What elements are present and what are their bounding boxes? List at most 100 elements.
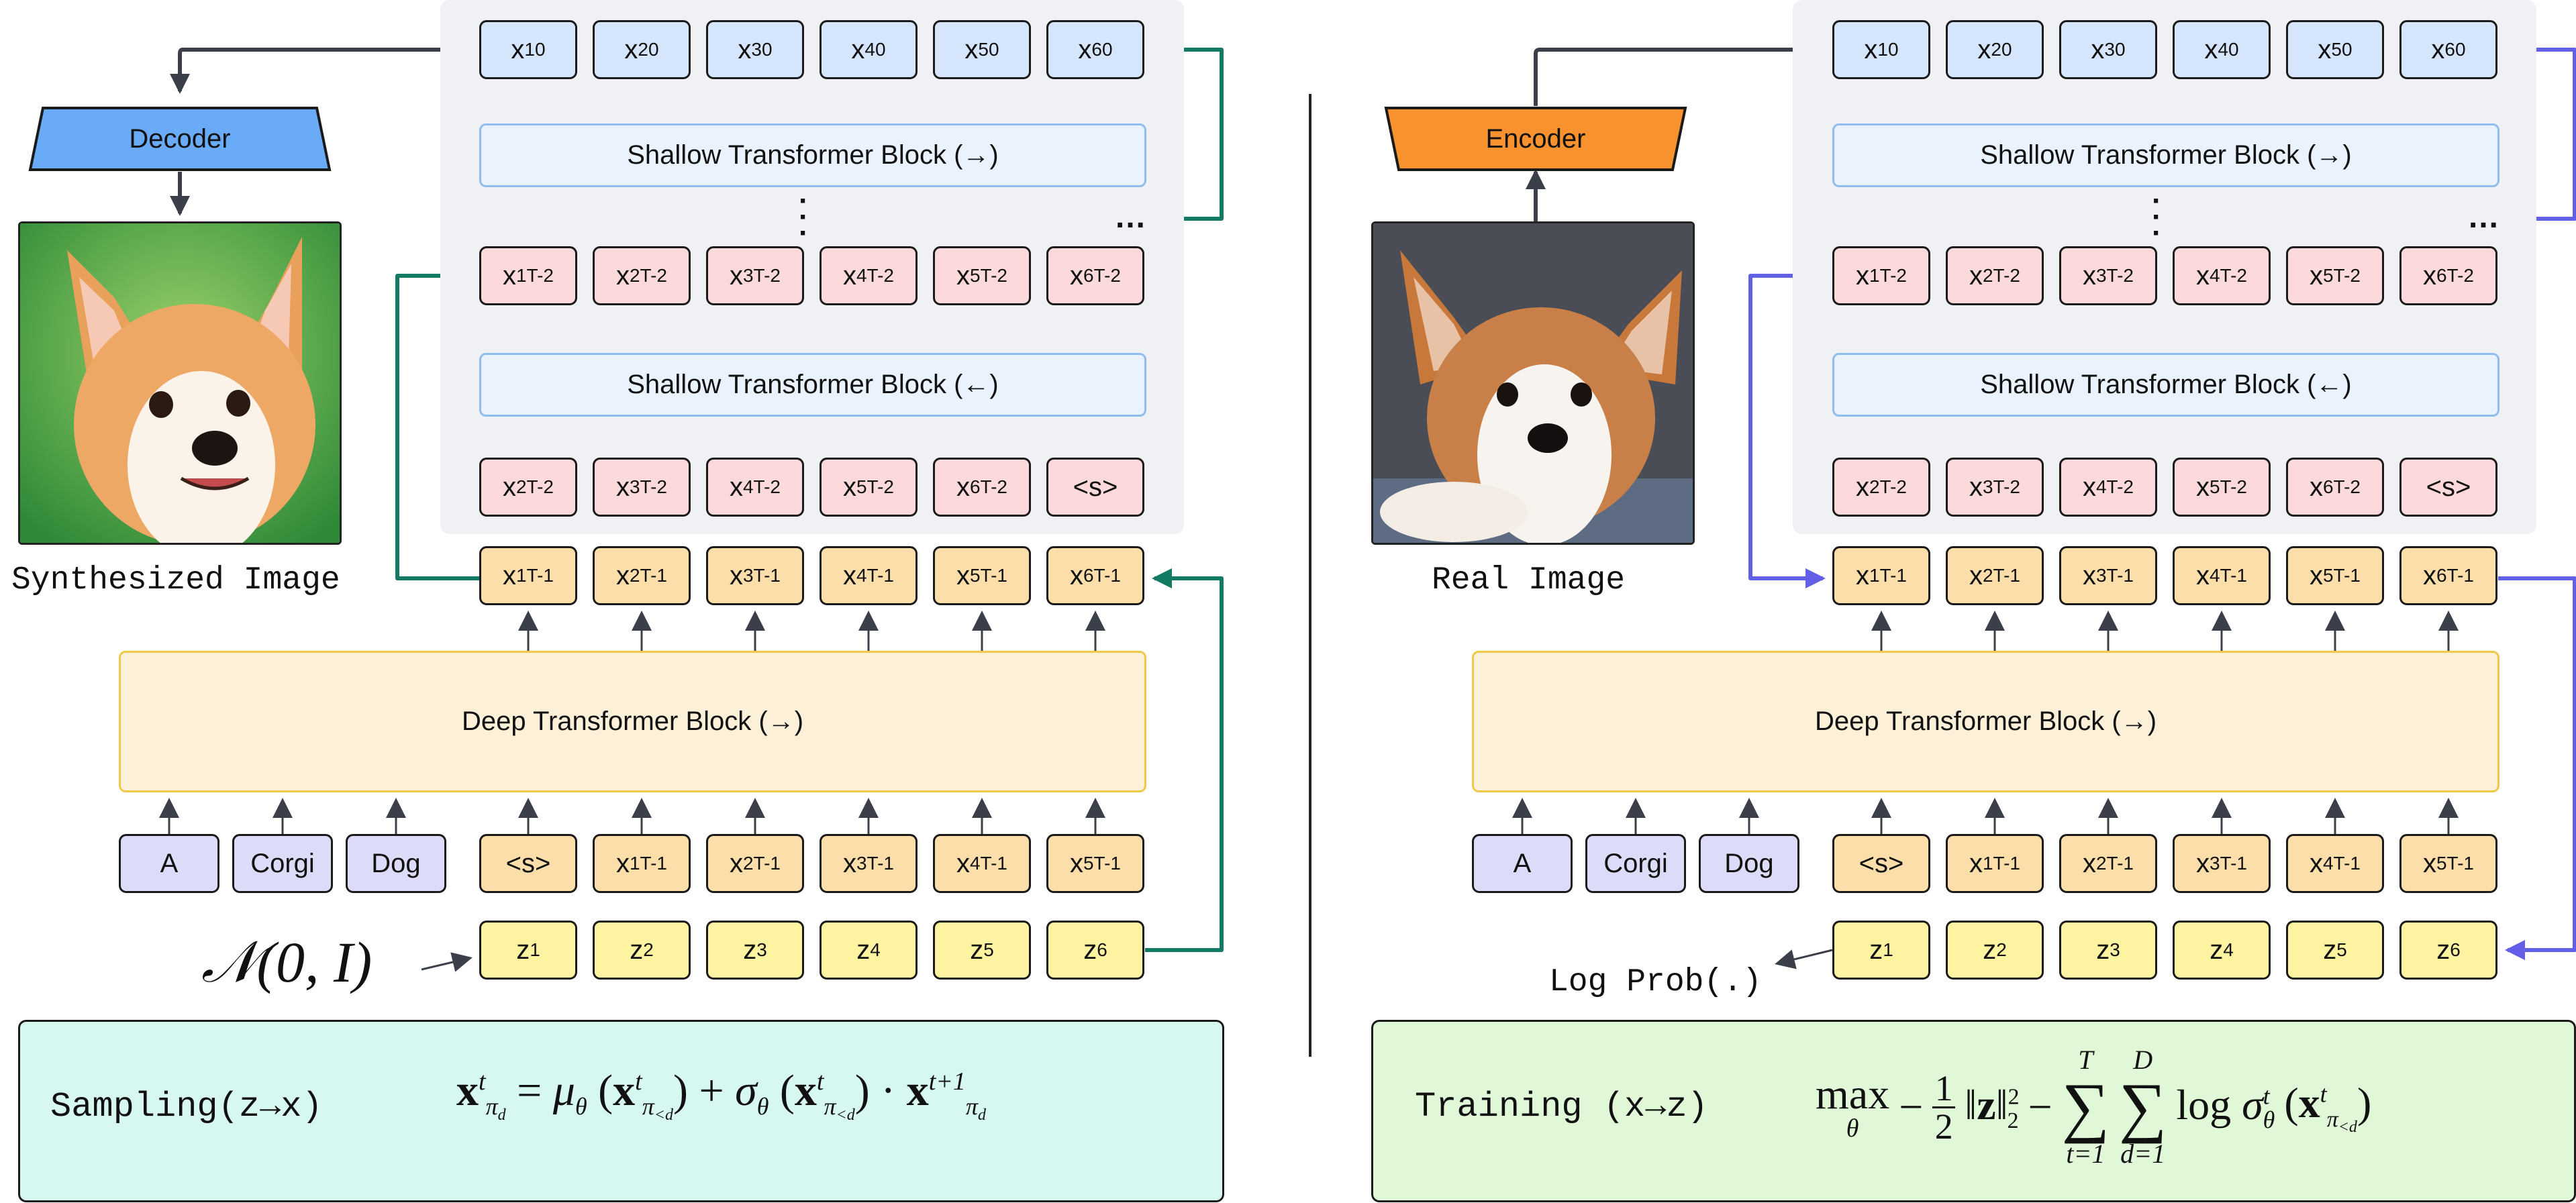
loop-to-x6-0-connector — [1152, 40, 1224, 221]
log-prob-label: Log Prob(.) — [1549, 964, 1762, 1000]
x6T1-to-z6-connector — [2498, 576, 2576, 960]
right-text-token-corgi: Corgi — [1585, 834, 1686, 893]
synthesized-image — [18, 221, 342, 545]
x1T2-to-x1T1-connector — [1748, 274, 1832, 588]
training-formula-box — [1371, 1020, 2576, 1202]
right-deep-block: Deep Transformer Block (→) — [1472, 651, 2499, 792]
right-vertical-ellipsis: ··· — [2152, 185, 2162, 250]
left-shallow-block-backward: Shallow Transformer Block (←) — [479, 353, 1146, 417]
real-image — [1371, 221, 1695, 545]
right-shallow-block-backward: Shallow Transformer Block (←) — [1832, 353, 2499, 417]
left-text-token-dog: Dog — [346, 834, 446, 893]
sampling-formula-title: Sampling(z→x) — [50, 1087, 323, 1127]
right-horizontal-ellipsis: … — [2467, 199, 2499, 235]
left-token-input-1: <s> — [479, 834, 577, 893]
left-vertical-ellipsis: ··· — [799, 185, 809, 250]
to-decoder-connector — [170, 48, 479, 94]
left-shallow-block-forward: Shallow Transformer Block (→) — [479, 123, 1146, 187]
left-deep-block: Deep Transformer Block (→) — [119, 651, 1146, 792]
right-token-input-1: <s> — [1832, 834, 1930, 893]
real-image-caption: Real Image — [1432, 562, 1626, 598]
x1T1-to-x1T2-connector — [395, 266, 479, 580]
right-shallow-block-forward: Shallow Transformer Block (→) — [1832, 123, 2499, 187]
right-text-token-dog: Dog — [1699, 834, 1799, 893]
training-formula-title: Training (x→z) — [1415, 1087, 1708, 1127]
right-text-token-a: A — [1472, 834, 1573, 893]
decoder-shape — [28, 107, 332, 171]
decoder-label: Decoder — [129, 123, 231, 154]
z6-to-x6T1-connector — [1145, 568, 1224, 952]
left-horizontal-ellipsis: … — [1114, 199, 1146, 235]
left-text-token-corgi: Corgi — [232, 834, 333, 893]
x6-0-to-loop-connector — [2498, 48, 2576, 229]
z1-to-logprob-connector — [1775, 949, 1833, 970]
left-token-xT2_shift-6: <s> — [1046, 458, 1144, 517]
encoder-shape — [1384, 107, 1687, 171]
encoder-to-x0-connector — [1534, 40, 1826, 106]
sampling-formula-box — [18, 1020, 1224, 1202]
